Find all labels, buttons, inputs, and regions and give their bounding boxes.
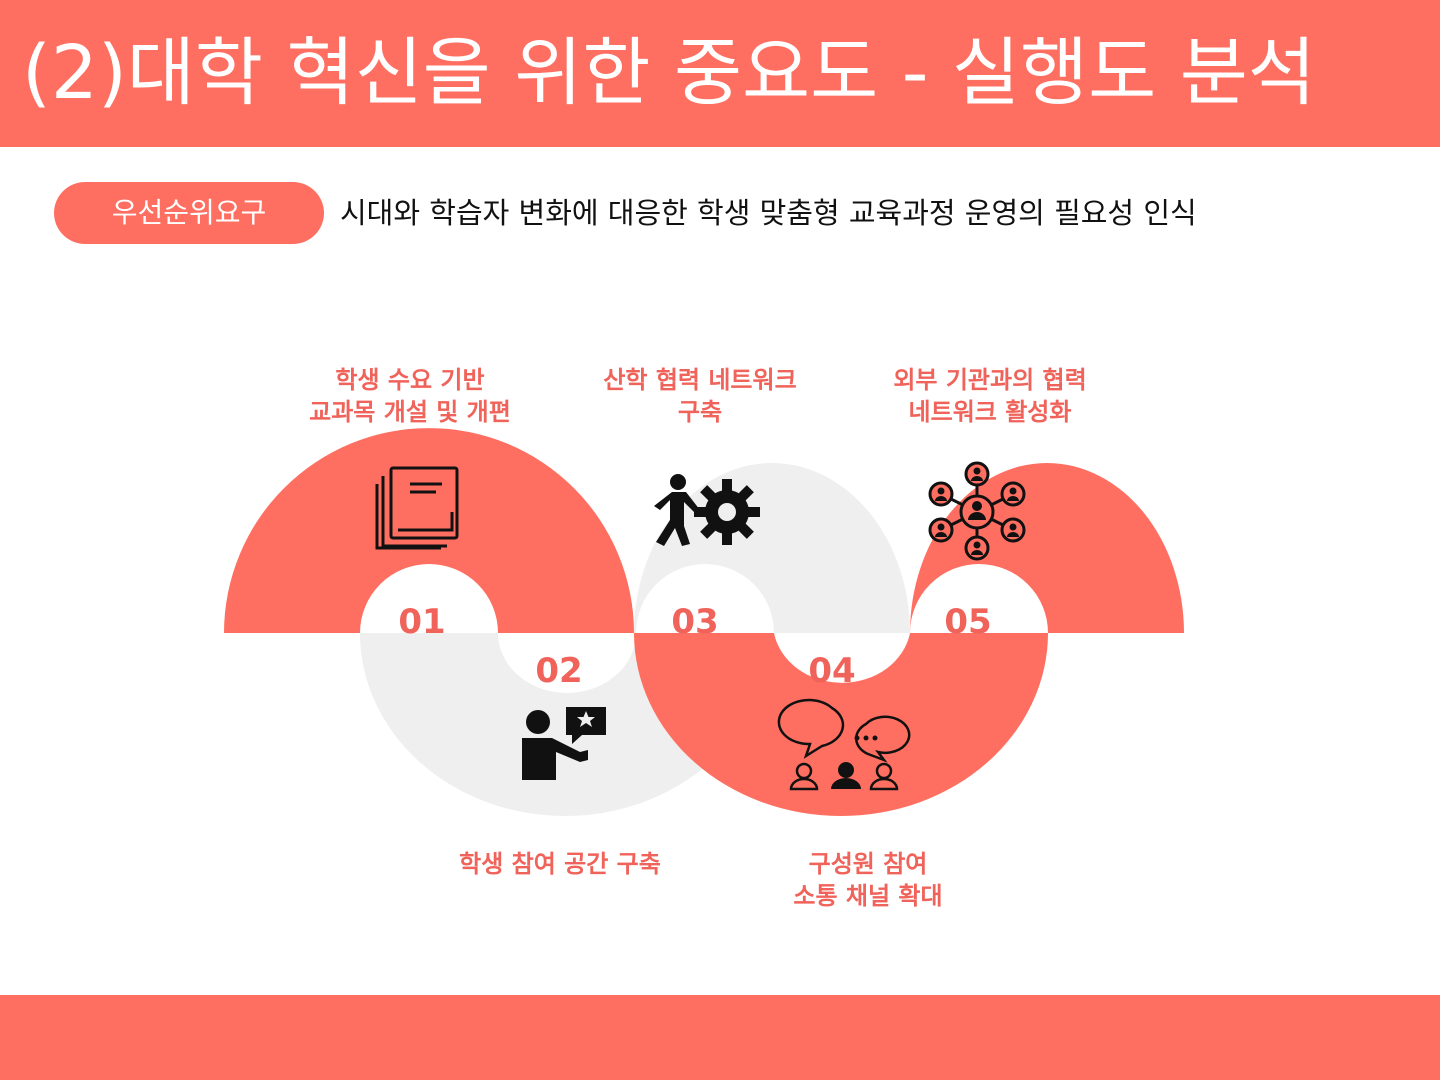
step-label-05-line-1: 외부 기관과의 협력 — [893, 366, 1087, 394]
step-label-03: 산학 협력 네트워크 구축 — [550, 364, 850, 428]
group-chat-icon — [777, 698, 911, 791]
ring-segment-03 — [634, 463, 910, 633]
step-label-05-line-2: 네트워크 활성화 — [908, 398, 1072, 426]
step-label-04-line-1: 구성원 참여 — [808, 850, 928, 878]
priority-badge: 우선순위요구 — [54, 182, 324, 244]
step-label-01: 학생 수요 기반 교과목 개설 및 개편 — [260, 364, 560, 428]
step-number-02: 02 — [535, 651, 583, 691]
step-number-05: 05 — [944, 602, 992, 642]
priority-text: 시대와 학습자 변화에 대응한 학생 맞춤형 교육과정 운영의 필요성 인식 — [340, 196, 1197, 230]
footer-bar — [0, 995, 1440, 1080]
star-icon — [577, 711, 595, 727]
step-label-04: 구성원 참여 소통 채널 확대 — [718, 848, 1018, 912]
step-label-02: 학생 참여 공간 구축 — [410, 848, 710, 880]
book-icon — [375, 466, 459, 550]
step-label-01-line-2: 교과목 개설 및 개편 — [309, 398, 511, 426]
step-label-03-line-2: 구축 — [677, 398, 723, 426]
step-label-01-line-1: 학생 수요 기반 — [335, 366, 485, 394]
step-label-02-line-1: 학생 참여 공간 구축 — [459, 850, 661, 878]
step-number-01: 01 — [398, 602, 446, 642]
step-label-05: 외부 기관과의 협력 네트워크 활성화 — [840, 364, 1140, 428]
step-number-03: 03 — [671, 602, 719, 642]
step-label-04-line-2: 소통 채널 확대 — [793, 882, 943, 910]
page-title: (2)대학 혁신을 위한 중요도 - 실행도 분석 — [22, 30, 1316, 116]
presenter-star-icon — [522, 707, 606, 780]
step-number-04: 04 — [808, 651, 856, 691]
person-pushing-gear-icon — [654, 474, 760, 546]
step-label-03-line-1: 산학 협력 네트워크 — [603, 366, 797, 394]
header-bar — [0, 0, 1440, 147]
